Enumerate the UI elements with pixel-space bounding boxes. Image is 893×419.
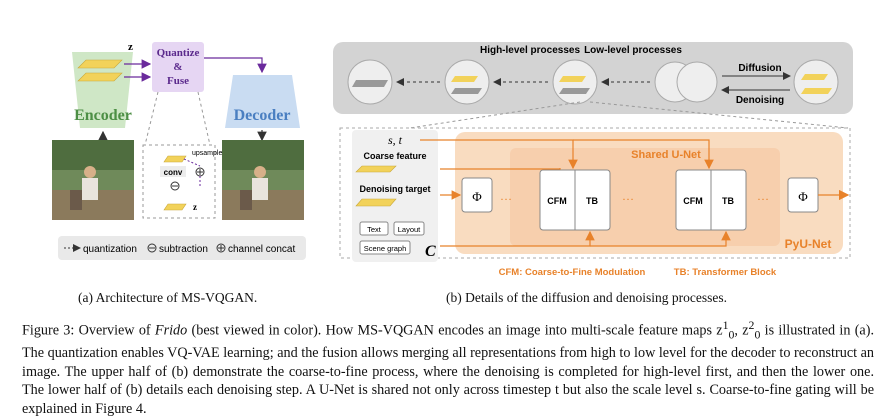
reconstructed-photo <box>222 140 304 220</box>
subcaption-b: (b) Details of the diffusion and denoisi… <box>446 290 727 305</box>
subcaption-a: (a) Architecture of MS-VQGAN. <box>78 290 258 305</box>
detail-feature-bottom <box>163 203 187 211</box>
svg-text:…: … <box>622 189 634 203</box>
legend-concat: channel concat <box>228 244 295 255</box>
tb-label-1: TB <box>586 196 598 206</box>
cfm-label-2: CFM <box>683 196 703 206</box>
s-t-label: s, t <box>388 133 403 147</box>
svg-text:…: … <box>757 189 769 203</box>
encoder-label: Encoder <box>74 107 132 124</box>
low-level-label: Low-level processes <box>584 45 682 56</box>
subtraction-op <box>170 181 180 191</box>
svg-text:Layout: Layout <box>398 225 421 234</box>
svg-text:…: … <box>500 189 512 203</box>
decoder-label: Decoder <box>234 107 291 124</box>
feature-map-high <box>77 59 123 69</box>
phi-d-label: Φ <box>798 189 808 204</box>
decoder-block <box>225 75 300 128</box>
condition-c-label: C <box>425 243 436 260</box>
upsample-label: upsample <box>192 150 222 157</box>
z0-small-label: z <box>193 202 197 212</box>
phi-e-label: Φ <box>472 189 482 204</box>
caption-lead: Figure 3: Overview of <box>22 322 155 339</box>
scene-graph-button <box>359 240 411 255</box>
tb-label-2: TB <box>722 196 734 206</box>
cfm-label-1: CFM <box>547 196 567 206</box>
input-photo <box>52 140 134 220</box>
encoder-block <box>72 52 133 128</box>
denoising-label: Denoising <box>736 95 784 106</box>
pyu-net-label: PyU-Net <box>785 237 832 251</box>
tb-definition: TB: Transformer Block <box>674 267 777 278</box>
coarse-feature-label: Coarse feature <box>363 151 426 161</box>
shared-unet-label: Shared U-Net <box>631 149 701 161</box>
feature-map-low <box>77 72 123 82</box>
phi-e-box <box>461 177 493 213</box>
legend-box <box>58 236 306 260</box>
legend-quantization: quantization <box>83 244 137 255</box>
figure-caption: Figure 3: Overview of Frido (best viewed… <box>22 318 874 417</box>
high-level-label: High-level processes <box>480 45 580 56</box>
z0-label: z <box>128 41 133 53</box>
svg-text:Scene graph: Scene graph <box>364 244 407 253</box>
detail-feature-top <box>163 155 187 163</box>
conv-box <box>160 166 186 177</box>
conv-label: conv <box>164 168 183 177</box>
layout-button <box>393 221 425 236</box>
denoising-target-label: Denoising target <box>359 184 430 194</box>
panel-b: High-level processes Low-level processes… <box>333 42 853 278</box>
quantize-fuse-box <box>152 42 204 92</box>
step-detail-box <box>339 127 851 259</box>
figure-svg: Quantize & Fuse z Encoder Decoder <box>52 41 853 278</box>
fuse-label: Fuse <box>167 75 189 87</box>
quantize-label: Quantize <box>157 47 200 59</box>
state-circles <box>347 59 839 105</box>
legend-subtraction: subtraction <box>159 244 208 255</box>
caption-line2: is illustrated in (a). The quantization … <box>22 322 874 417</box>
legend-concat-icon <box>216 243 226 253</box>
diffusion-label: Diffusion <box>738 63 781 74</box>
svg-text:Text: Text <box>367 225 382 234</box>
cfm-definition: CFM: Coarse-to-Fine Modulation <box>499 267 646 278</box>
legend-subtraction-icon <box>147 243 157 253</box>
caption-model: Frido <box>154 322 188 339</box>
figure-3: Quantize & Fuse z Encoder Decoder <box>52 41 853 278</box>
panel-a: Quantize & Fuse z Encoder Decoder <box>52 41 306 260</box>
text-button <box>359 221 389 236</box>
amp-label: & <box>173 61 182 73</box>
caption-body: (best viewed in color). How MS-VQGAN enc… <box>187 322 723 339</box>
